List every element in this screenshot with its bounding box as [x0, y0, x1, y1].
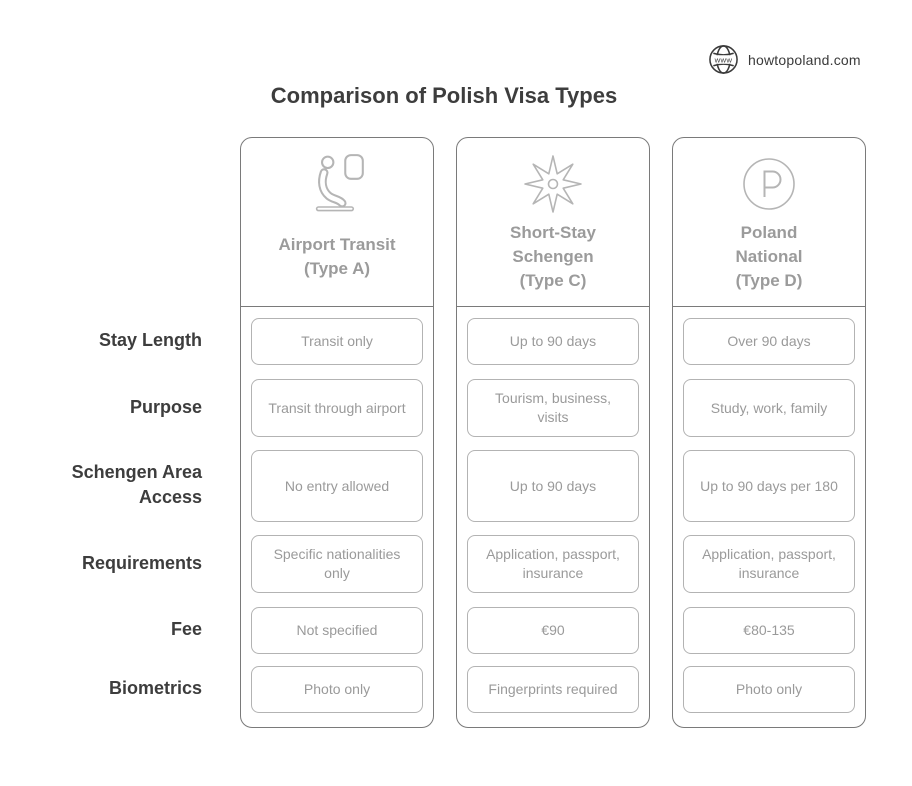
row-label-fee: Fee: [170, 619, 202, 639]
airplane-seat-icon: [308, 150, 366, 218]
row-label-biometrics: Biometrics: [108, 678, 202, 698]
requirements-cell: Specific nationalities only: [251, 535, 423, 593]
stay-length-cell: Transit only: [251, 318, 423, 365]
purpose-cell: Transit through airport: [251, 379, 423, 437]
card-header-type-d: Poland National (Type D): [673, 138, 865, 307]
biometrics-cell: Photo only: [251, 666, 423, 713]
site-logo: www howtopoland.com: [708, 44, 861, 75]
requirements-cell: Application, passport, insurance: [467, 535, 639, 593]
card-header-type-c: Short-Stay Schengen (Type C): [457, 138, 649, 307]
p-circle-icon: [741, 150, 797, 218]
card-title-line: (Type D): [735, 271, 803, 290]
card-title-type-a: Airport Transit (Type A): [278, 218, 395, 306]
visa-card-type-c: Short-Stay Schengen (Type C) Up to 90 da…: [456, 137, 650, 728]
card-title-line: (Type C): [519, 271, 587, 290]
schengen-access-cell: Up to 90 days: [467, 450, 639, 522]
schengen-access-cell: Up to 90 days per 180: [683, 450, 855, 522]
fee-cell: €80-135: [683, 607, 855, 654]
row-label-requirements: Requirements: [81, 552, 202, 573]
card-title-line: Schengen: [512, 247, 594, 266]
fee-cell: €90: [467, 607, 639, 654]
site-name: howtopoland.com: [748, 51, 861, 68]
stay-length-cell: Up to 90 days: [467, 318, 639, 365]
card-title-line: Short-Stay: [510, 223, 596, 242]
card-title-type-c: Short-Stay Schengen (Type C): [510, 218, 596, 306]
card-header-type-a: Airport Transit (Type A): [241, 138, 433, 307]
purpose-cell: Study, work, family: [683, 379, 855, 437]
row-label-schengen-area-access: Schengen Area Access: [71, 462, 202, 507]
visa-card-type-a: Airport Transit (Type A) Transit only Tr…: [240, 137, 434, 728]
card-title-type-d: Poland National (Type D): [735, 218, 802, 306]
fee-cell: Not specified: [251, 607, 423, 654]
stay-length-cell: Over 90 days: [683, 318, 855, 365]
biometrics-cell: Fingerprints required: [467, 666, 639, 713]
globe-www-label: www: [714, 55, 733, 64]
card-title-line: Poland: [740, 223, 798, 242]
globe-www-icon: www: [708, 44, 739, 75]
card-title-line: (Type A): [303, 259, 371, 278]
biometrics-cell: Photo only: [683, 666, 855, 713]
requirements-cell: Application, passport, insurance: [683, 535, 855, 593]
card-title-line: Airport Transit: [278, 235, 396, 254]
card-title-line: National: [735, 247, 803, 266]
row-label-purpose: Purpose: [129, 396, 202, 417]
schengen-star-icon: [521, 150, 585, 218]
page-title: Comparison of Polish Visa Types: [270, 83, 618, 108]
visa-card-type-d: Poland National (Type D) Over 90 days St…: [672, 137, 866, 728]
schengen-access-cell: No entry allowed: [251, 450, 423, 522]
row-label-stay-length: Stay Length: [98, 330, 202, 350]
purpose-cell: Tourism, business, visits: [467, 379, 639, 437]
